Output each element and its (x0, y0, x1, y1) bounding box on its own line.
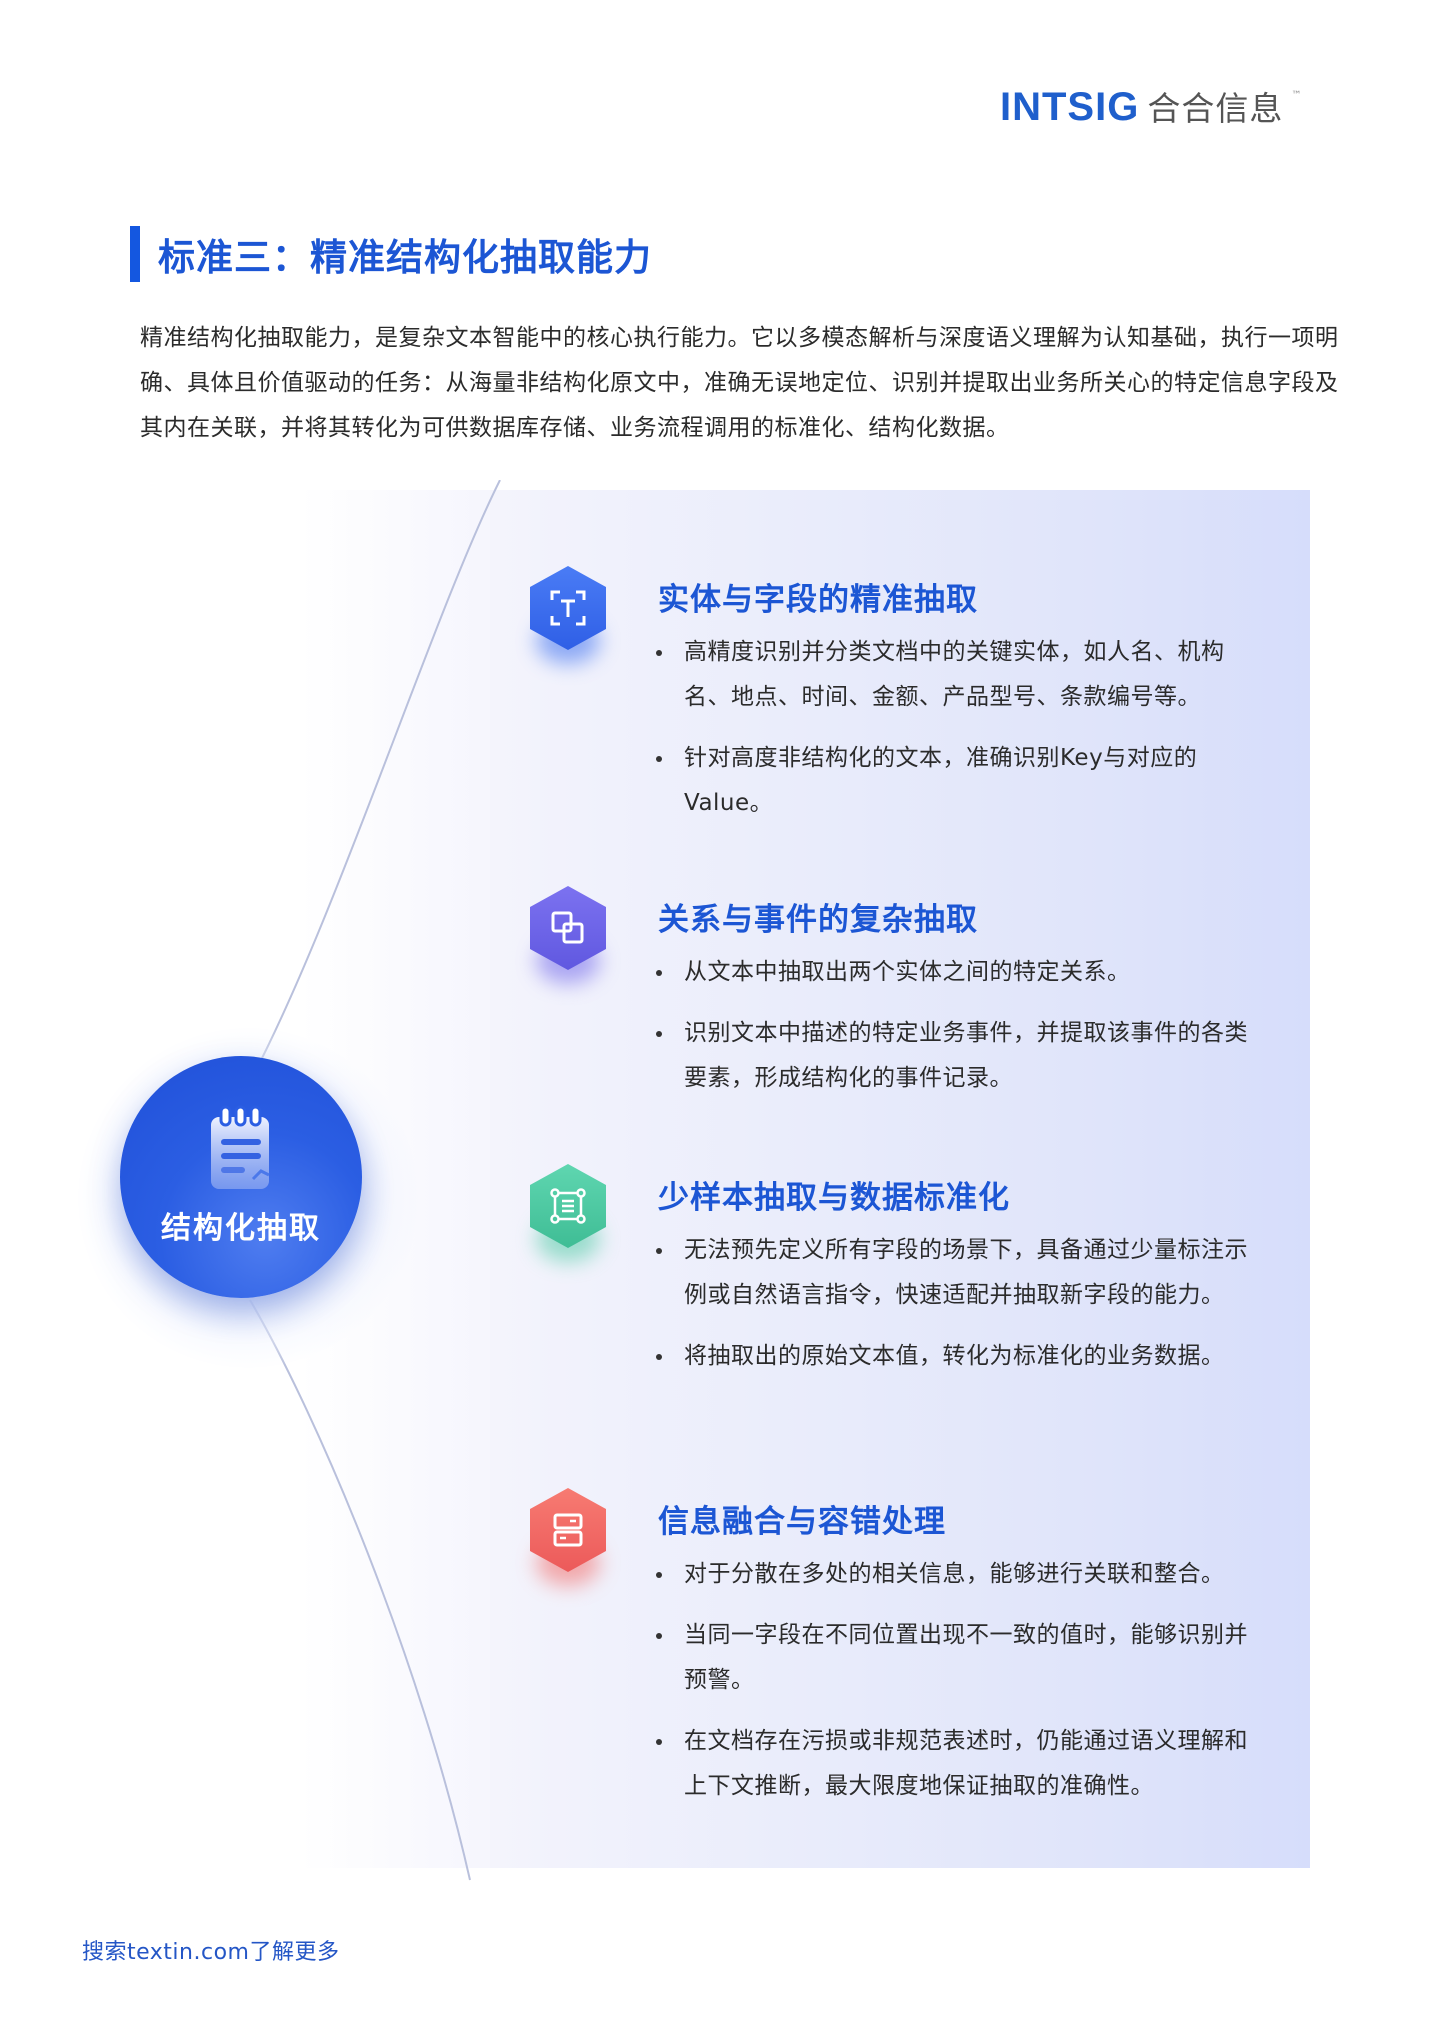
notepad-icon (211, 1105, 270, 1189)
feature-title: 信息融合与容错处理 (658, 1504, 946, 1540)
bullet-item: 对于分散在多处的相关信息，能够进行关联和整合。 (650, 1552, 1270, 1597)
bullet-item: 当同一字段在不同位置出现不一致的值时，能够识别并预警。 (650, 1613, 1270, 1703)
feature-hex-badge (530, 1164, 606, 1248)
section-heading: 标准三：精准结构化抽取能力 (130, 226, 652, 282)
bullet-item: 无法预先定义所有字段的场景下，具备通过少量标注示例或自然语言指令，快速适配并抽取… (650, 1228, 1270, 1318)
storage-drawer-icon (553, 1513, 583, 1547)
intsig-logo: INTSIG 合合信息 ™ (1000, 82, 1301, 130)
title-accent-bar (130, 226, 140, 282)
logo-text-en: INTSIG (1000, 85, 1140, 129)
intro-paragraph: 精准结构化抽取能力，是复杂文本智能中的核心执行能力。它以多模态解析与深度语义理解… (140, 325, 1339, 441)
node-list-icon (550, 1188, 586, 1224)
bullet-item: 高精度识别并分类文档中的关键实体，如人名、机构名、地点、时间、金额、产品型号、条… (650, 630, 1270, 720)
feature-title: 关系与事件的复杂抽取 (658, 902, 978, 938)
feature-bullets: 从文本中抽取出两个实体之间的特定关系。 识别文本中描述的特定业务事件，并提取该事… (650, 950, 1270, 1117)
page-title: 标准三：精准结构化抽取能力 (158, 236, 652, 279)
feature-bullets: 高精度识别并分类文档中的关键实体，如人名、机构名、地点、时间、金额、产品型号、条… (650, 630, 1270, 842)
text-scan-icon (550, 590, 586, 626)
feature-bullets: 无法预先定义所有字段的场景下，具备通过少量标注示例或自然语言指令，快速适配并抽取… (650, 1228, 1270, 1395)
feature-hex-badge (530, 1488, 606, 1572)
feature-bullets: 对于分散在多处的相关信息，能够进行关联和整合。 当同一字段在不同位置出现不一致的… (650, 1552, 1270, 1825)
feature-title: 实体与字段的精准抽取 (658, 582, 978, 618)
bullet-item: 将抽取出的原始文本值，转化为标准化的业务数据。 (650, 1334, 1270, 1379)
bullet-item: 识别文本中描述的特定业务事件，并提取该事件的各类要素，形成结构化的事件记录。 (650, 1011, 1270, 1101)
features-panel (490, 490, 1310, 1868)
logo-text-cn: 合合信息 (1147, 89, 1284, 128)
feature-hex-badge (530, 566, 606, 650)
footer-link[interactable]: 搜索textin.com了解更多 (82, 1940, 340, 1965)
bullet-item: 在文档存在污损或非规范表述时，仍能通过语义理解和上下文推断，最大限度地保证抽取的… (650, 1719, 1270, 1809)
hub-circle: 结构化抽取 (120, 1056, 362, 1298)
trademark-mark: ™ (1291, 90, 1302, 101)
hub-label: 结构化抽取 (161, 1211, 321, 1246)
feature-hex-badge (530, 886, 606, 970)
feature-title: 少样本抽取与数据标准化 (658, 1180, 1010, 1216)
bullet-item: 从文本中抽取出两个实体之间的特定关系。 (650, 950, 1270, 995)
bullet-item: 针对高度非结构化的文本，准确识别Key与对应的Value。 (650, 736, 1270, 826)
linked-squares-icon (551, 911, 584, 944)
